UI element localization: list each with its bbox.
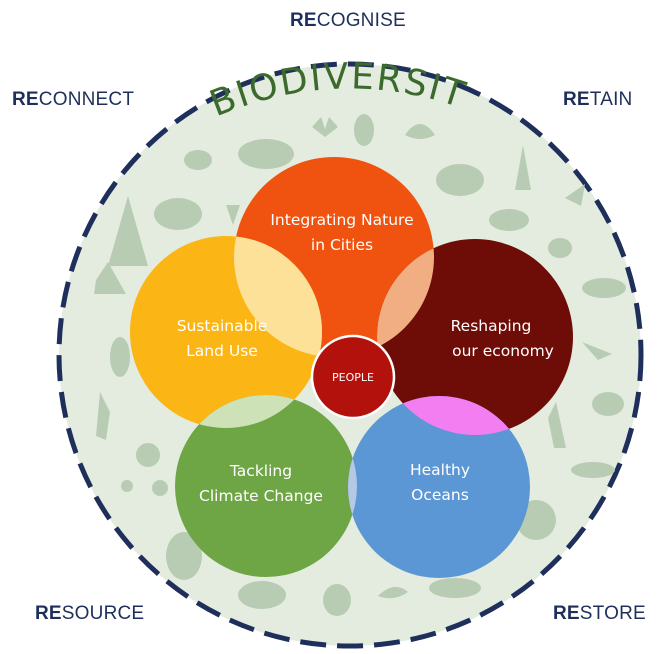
right-circle-line1: Reshaping bbox=[451, 317, 532, 335]
top-circle-line2: in Cities bbox=[311, 236, 373, 254]
dolphin-icon bbox=[582, 278, 626, 298]
fern-icon bbox=[515, 145, 531, 190]
label-restore-rest: STORE bbox=[579, 603, 646, 624]
circle-tackling-climate-change bbox=[175, 395, 357, 577]
bird-icon bbox=[405, 124, 435, 139]
cat-icon bbox=[110, 337, 130, 377]
left-circle-line2: Land Use bbox=[186, 342, 258, 360]
bottom-right-circle-line2: Oceans bbox=[411, 486, 469, 504]
orca-icon bbox=[429, 578, 481, 598]
fawn-icon bbox=[323, 584, 351, 616]
rabbit-icon bbox=[184, 150, 212, 170]
center-people-label: PEOPLE bbox=[332, 371, 374, 384]
label-recognise: RECOGNISE bbox=[290, 10, 406, 32]
center-people-circle bbox=[310, 334, 396, 420]
label-recognise-rest: COGNISE bbox=[316, 10, 406, 31]
label-resource-rest: SOURCE bbox=[61, 603, 145, 624]
bear-icon bbox=[238, 139, 294, 169]
bottom-left-circle-line1: Tackling bbox=[229, 462, 292, 480]
label-reconnect: RECONNECT bbox=[12, 89, 134, 111]
label-reconnect-prefix: RE bbox=[12, 89, 39, 110]
label-restore: RESTORE bbox=[553, 603, 646, 625]
deer-icon bbox=[166, 532, 202, 580]
wolf-icon bbox=[94, 262, 126, 294]
overlap-top-left bbox=[234, 236, 322, 357]
top-circle-line1: Integrating Nature bbox=[270, 211, 413, 229]
eagle-icon bbox=[565, 184, 585, 206]
label-retain-rest: TAIN bbox=[589, 89, 633, 110]
squirrel-icon bbox=[548, 238, 572, 258]
bird-icon bbox=[378, 586, 408, 599]
label-recognise-prefix: RE bbox=[290, 10, 317, 31]
label-retain-prefix: RE bbox=[563, 89, 590, 110]
label-resource: RESOURCE bbox=[35, 603, 144, 625]
label-restore-prefix: RE bbox=[553, 603, 580, 624]
moose-icon bbox=[436, 164, 484, 196]
tree-icon bbox=[108, 196, 148, 266]
flower-icon bbox=[121, 480, 133, 492]
dashed-ring bbox=[56, 61, 644, 649]
left-circle-line1: Sustainable bbox=[177, 317, 268, 335]
flower-icon bbox=[152, 480, 168, 496]
swallow-icon bbox=[582, 342, 612, 360]
bottom-right-circle-line1: Healthy bbox=[410, 461, 470, 479]
label-resource-prefix: RE bbox=[35, 603, 62, 624]
label-reconnect-rest: CONNECT bbox=[38, 89, 135, 110]
bottom-left-circle-line2: Climate Change bbox=[199, 487, 323, 505]
dragonfly-icon bbox=[226, 205, 240, 225]
woodpecker-icon bbox=[96, 392, 110, 440]
fish-icon bbox=[571, 462, 615, 478]
heron-icon bbox=[548, 402, 566, 448]
right-circle-line2: our economy bbox=[452, 342, 554, 360]
circle-healthy-oceans bbox=[348, 396, 530, 578]
turtle-icon bbox=[592, 392, 624, 416]
owl-icon bbox=[354, 114, 374, 146]
animal-silhouettes bbox=[94, 114, 626, 616]
overlap-top-right bbox=[377, 239, 434, 357]
fox-icon bbox=[489, 209, 529, 231]
bison-icon bbox=[154, 198, 202, 230]
flower-icon bbox=[136, 443, 160, 467]
sheep-icon bbox=[238, 581, 286, 609]
butterfly-icon bbox=[312, 117, 338, 137]
label-retain: RETAIN bbox=[563, 89, 632, 111]
